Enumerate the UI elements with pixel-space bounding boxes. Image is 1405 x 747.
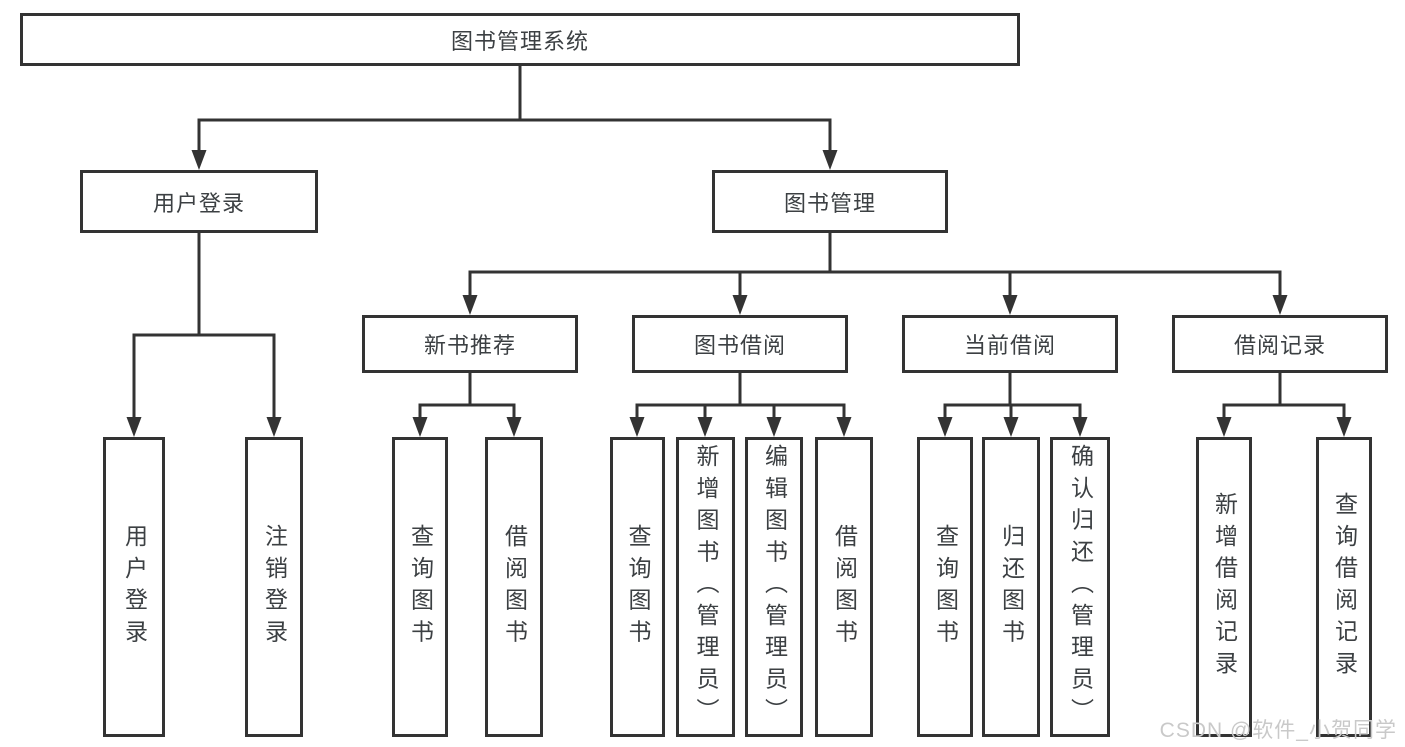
leaf-query-books-current: 查询图书 (917, 437, 973, 737)
leaf-borrow-books-recommend: 借阅图书 (485, 437, 543, 737)
leaf-add-borrow-record: 新增借阅记录 (1196, 437, 1252, 737)
node-root-system: 图书管理系统 (20, 13, 1020, 66)
leaf-borrow-books: 借阅图书 (815, 437, 873, 737)
connector-book-mgmt-to-level3 (462, 233, 1288, 315)
node-new-book-recommend: 新书推荐 (362, 315, 578, 373)
leaf-edit-books-admin: 编辑图书（管理员） (745, 437, 803, 737)
node-current-borrowing: 当前借阅 (902, 315, 1118, 373)
leaf-query-books-borrowing: 查询图书 (610, 437, 665, 737)
connector-user-login-to-leaves (126, 233, 282, 437)
connector-borrowing-to-leaves (629, 373, 852, 437)
leaf-confirm-return-admin: 确认归还（管理员） (1050, 437, 1110, 737)
node-book-management: 图书管理 (712, 170, 948, 233)
node-user-login: 用户登录 (80, 170, 318, 233)
leaf-return-books: 归还图书 (982, 437, 1040, 737)
connector-current-to-leaves (937, 373, 1088, 437)
connector-records-to-leaves (1216, 373, 1352, 437)
leaf-user-login: 用户登录 (103, 437, 165, 737)
leaf-add-books-admin: 新增图书（管理员） (676, 437, 735, 737)
leaf-logout: 注销登录 (245, 437, 303, 737)
node-borrowing-records: 借阅记录 (1172, 315, 1388, 373)
node-book-borrowing: 图书借阅 (632, 315, 848, 373)
connector-root-to-level2 (191, 66, 838, 170)
leaf-query-borrow-record: 查询借阅记录 (1316, 437, 1372, 737)
connector-new-books-to-leaves (412, 373, 522, 437)
leaf-query-books-recommend: 查询图书 (392, 437, 448, 737)
